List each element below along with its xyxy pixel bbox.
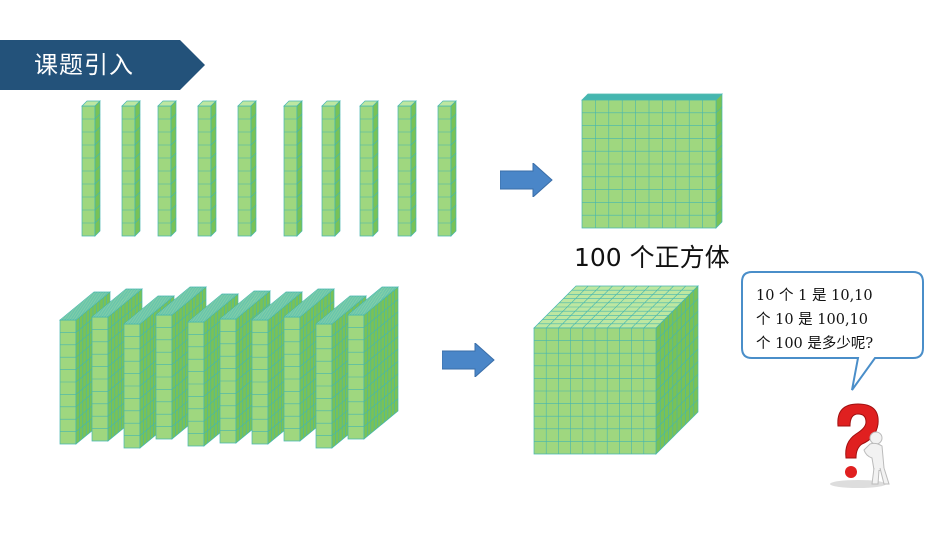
hundred-square-block <box>581 93 723 229</box>
ten-rods-group <box>81 100 457 237</box>
flat-front-grid <box>124 336 140 436</box>
title-banner <box>0 40 205 90</box>
square-side-grid <box>715 106 723 216</box>
rod-side-grid <box>210 113 217 224</box>
page-title: 课题引入 <box>34 51 134 79</box>
flat-top-grid <box>189 293 237 323</box>
flat-front-grid <box>188 334 204 434</box>
question-text: 10 个 1 是 10,10 个 10 是 100,10 个 100 是多少呢? <box>756 284 916 356</box>
rod-side-grid <box>94 113 101 224</box>
flat-front-grid <box>156 327 172 427</box>
rod-side-grid <box>372 113 379 224</box>
rod-front-grid <box>238 118 251 224</box>
flat-front-grid <box>60 332 76 432</box>
square-front-grid <box>582 100 716 228</box>
flat-front-grid <box>316 336 332 436</box>
flat-front-grid <box>284 329 300 429</box>
flat-top-grid <box>317 295 365 325</box>
rod-side-grid <box>296 113 303 224</box>
rod-front-grid <box>398 118 411 224</box>
speech-bubble <box>741 271 924 391</box>
hundred-cubes-caption: 100 个正方体 <box>574 243 730 272</box>
flat-front-grid <box>252 332 268 432</box>
question-line-3: 个 100 是多少呢? <box>756 336 874 352</box>
flat-top-grid <box>285 288 333 318</box>
hundred-flats-group <box>59 286 399 449</box>
rod-front-grid <box>122 118 135 224</box>
question-line-1: 10 个 1 是 10,10 <box>756 288 873 304</box>
right-arrow-icon <box>500 163 553 197</box>
rod-front-grid <box>284 118 297 224</box>
cube-front-grid <box>534 328 656 454</box>
question-line-2: 个 10 是 100,10 <box>756 312 869 328</box>
rod-front-grid <box>322 118 335 224</box>
rod-front-grid <box>360 118 373 224</box>
flat-front-grid <box>92 329 108 429</box>
flat-top-grid <box>125 295 173 325</box>
right-arrow-icon <box>442 343 495 377</box>
rod-side-grid <box>410 113 417 224</box>
rod-side-grid <box>450 113 457 224</box>
flat-front-grid <box>220 331 236 431</box>
flat-top-grid <box>221 290 269 320</box>
cube-top-grid <box>538 285 694 329</box>
flat-top-grid <box>253 291 301 321</box>
rod-side-grid <box>134 113 141 224</box>
rod-front-grid <box>158 118 171 224</box>
flat-top-grid <box>349 286 397 316</box>
rod-front-grid <box>438 118 451 224</box>
thousand-cube-block <box>533 285 699 455</box>
rod-side-grid <box>170 113 177 224</box>
flat-top-grid <box>61 291 109 321</box>
rod-side-grid <box>334 113 341 224</box>
square-top-grid <box>582 94 722 100</box>
flat-side-grid <box>363 289 399 437</box>
question-figure-icon <box>830 403 890 488</box>
flat-top-grid <box>93 288 141 318</box>
rod-front-grid <box>198 118 211 224</box>
flat-front-grid <box>348 327 364 427</box>
cube-side-grid <box>655 290 699 450</box>
flat-top-grid <box>157 286 205 316</box>
rod-side-grid <box>250 113 257 224</box>
rod-front-grid <box>82 118 95 224</box>
